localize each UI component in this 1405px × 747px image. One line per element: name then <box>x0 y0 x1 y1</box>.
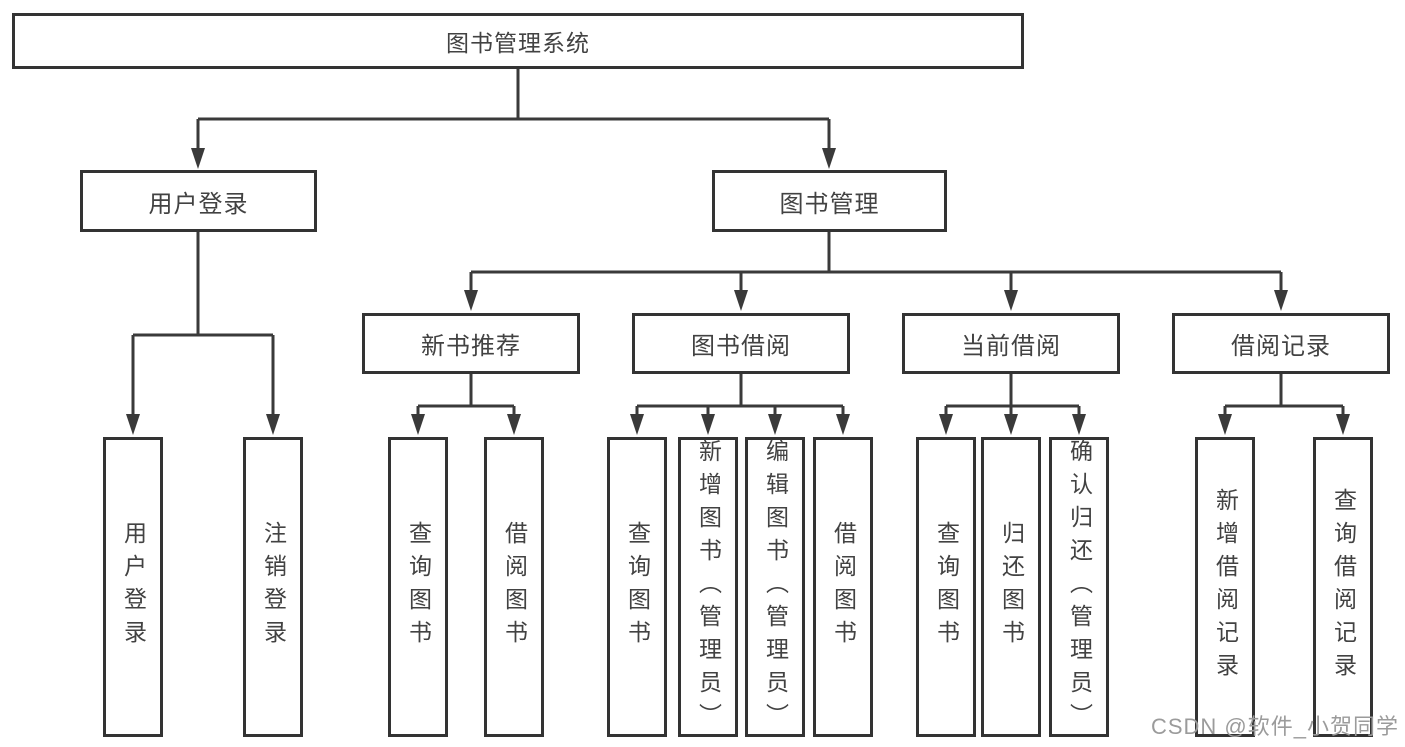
leaf-borrow-add: 新增图书（管理员） <box>678 437 738 737</box>
arrow-icon <box>411 414 425 435</box>
leaf-newbook-query: 查询图书 <box>388 437 448 737</box>
leaf-records-add: 新增借阅记录 <box>1195 437 1255 737</box>
leaf-records-query: 查询借阅记录 <box>1313 437 1373 737</box>
leaf-current-query-label: 查询图书 <box>933 521 960 653</box>
arrowheads <box>126 148 1350 435</box>
leaf-records-query-label: 查询借阅记录 <box>1330 488 1357 686</box>
leaf-borrow-edit: 编辑图书（管理员） <box>745 437 805 737</box>
arrow-icon <box>836 414 850 435</box>
arrow-icon <box>822 148 836 169</box>
node-user-login-label: 用户登录 <box>148 190 249 218</box>
arrow-icon <box>1274 290 1288 311</box>
leaf-borrow-borrow: 借阅图书 <box>813 437 873 737</box>
leaf-newbook-borrow-label: 借阅图书 <box>501 521 528 653</box>
arrow-icon <box>126 414 140 435</box>
arrow-icon <box>768 414 782 435</box>
leaf-user-login: 用户登录 <box>103 437 163 737</box>
leaf-borrow-query: 查询图书 <box>607 437 667 737</box>
csdn-watermark: CSDN @软件_小贺同学 <box>1150 714 1399 739</box>
node-new-book-rec-label: 新书推荐 <box>421 333 521 360</box>
node-borrow-records: 借阅记录 <box>1172 313 1390 374</box>
node-borrow-records-label: 借阅记录 <box>1231 333 1331 360</box>
arrow-icon <box>1004 414 1018 435</box>
arrow-icon <box>701 414 715 435</box>
arrow-icon <box>507 414 521 435</box>
node-current-borrow: 当前借阅 <box>902 313 1120 374</box>
leaf-current-confirm-label: 确认归还（管理员） <box>1066 438 1093 736</box>
connector-book-borrow-children <box>635 374 845 414</box>
node-book-mgmt-label: 图书管理 <box>779 190 880 218</box>
connector-borrow-records-children <box>1223 374 1345 414</box>
leaf-newbook-borrow: 借阅图书 <box>484 437 544 737</box>
connector-user-login-children <box>131 232 275 418</box>
leaf-borrow-borrow-label: 借阅图书 <box>830 521 857 653</box>
leaf-borrow-query-label: 查询图书 <box>624 521 651 653</box>
leaf-records-add-label: 新增借阅记录 <box>1212 488 1239 686</box>
connector-new-book-children <box>416 374 516 414</box>
arrow-icon <box>939 414 953 435</box>
arrow-icon <box>1218 414 1232 435</box>
node-new-book-rec: 新书推荐 <box>362 313 580 374</box>
connector-current-borrow-children <box>944 374 1081 414</box>
arrow-icon <box>1004 290 1018 311</box>
leaf-current-return-label: 归还图书 <box>998 521 1025 653</box>
leaf-logout-label: 注销登录 <box>260 521 287 653</box>
node-book-borrow: 图书借阅 <box>632 313 850 374</box>
arrow-icon <box>191 148 205 169</box>
leaf-user-login-label: 用户登录 <box>120 521 147 653</box>
leaf-newbook-query-label: 查询图书 <box>405 521 432 653</box>
leaf-current-confirm: 确认归还（管理员） <box>1049 437 1109 737</box>
node-root-label: 图书管理系统 <box>446 30 590 56</box>
leaf-logout: 注销登录 <box>243 437 303 737</box>
leaf-borrow-edit-label: 编辑图书（管理员） <box>762 438 789 736</box>
arrow-icon <box>1072 414 1086 435</box>
arrow-icon <box>630 414 644 435</box>
node-user-login: 用户登录 <box>80 170 317 232</box>
leaf-current-query: 查询图书 <box>916 437 976 737</box>
node-book-mgmt: 图书管理 <box>712 170 947 232</box>
connector-segments <box>131 69 1345 418</box>
node-book-borrow-label: 图书借阅 <box>691 333 791 360</box>
arrow-icon <box>734 290 748 311</box>
arrow-icon <box>1336 414 1350 435</box>
connector-root-to-level2 <box>196 69 831 152</box>
node-current-borrow-label: 当前借阅 <box>961 333 1061 360</box>
leaf-borrow-add-label: 新增图书（管理员） <box>695 438 722 736</box>
arrow-icon <box>464 290 478 311</box>
arrow-icon <box>266 414 280 435</box>
leaf-current-return: 归还图书 <box>981 437 1041 737</box>
connector-book-mgmt-children <box>469 232 1283 295</box>
node-root: 图书管理系统 <box>12 13 1024 69</box>
